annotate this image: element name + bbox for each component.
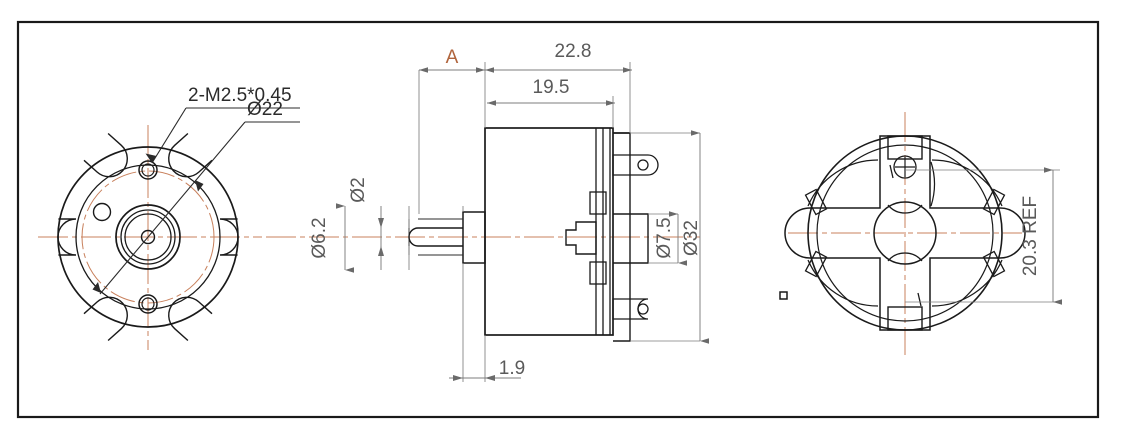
dim-text-shaft-diameter: Ø2 [348, 177, 369, 202]
vent-pocket-lower-right [168, 296, 213, 342]
vent-pocket-right [219, 218, 239, 256]
tapped-holes [138, 160, 158, 314]
boss-ring-mid [120, 209, 176, 265]
vent-pocket-left [57, 218, 77, 256]
vent-pocket-upper-left [83, 132, 128, 178]
vent-slot-upper-right [982, 188, 1006, 216]
vent-pocket-upper-right [168, 132, 213, 178]
boss-ring-outer [115, 204, 181, 270]
tapped-hole-bottom-outer [138, 294, 158, 314]
locating-hole [92, 202, 112, 222]
mounting-lug-upper-hole [637, 159, 649, 171]
front-boss-step [462, 211, 486, 264]
shaft-bore-circle [140, 229, 156, 245]
tapped-hole-top-inner [141, 163, 155, 177]
dim-text-datum-a: A [446, 47, 459, 68]
terminal-window-bottom [887, 306, 923, 331]
dim-arrow-shaft-top [378, 218, 384, 228]
front-view: 2-M2.5*0.45 Ø22 [38, 85, 300, 350]
front-vent-pockets [57, 132, 239, 342]
tapped-hole-top-outer [138, 160, 158, 180]
rear-inner-shell-circle [816, 144, 994, 322]
brush-terminal-tabs [589, 191, 607, 285]
web-arc-ring-lower-left [807, 259, 879, 307]
rear-view: 20.3 REF [779, 112, 1062, 355]
mounting-lugs [612, 154, 659, 320]
drawing-border [16, 20, 1100, 419]
rear-view-extension-lines [905, 169, 1060, 303]
vent-slot-upper-left [804, 188, 828, 216]
dim-arrow-shaft-bottom [378, 246, 384, 256]
dim-text-shaft-step: 1.9 [499, 358, 525, 379]
dim-arrow-step-right [485, 375, 495, 381]
terminal-tab-upper [589, 191, 607, 215]
bolt-circle [81, 170, 215, 304]
dim-text-ref-height: 20.3 REF [1020, 196, 1041, 276]
mounting-lug-upper [612, 154, 659, 176]
vent-slot-upper-center [889, 164, 894, 179]
thread-callout-arrowhead [145, 153, 157, 163]
web-arc-upper-right [930, 161, 935, 207]
spider-web-arcs [807, 159, 1003, 307]
thread-callout-leader [151, 107, 300, 164]
web-arc-ring-upper-right [931, 159, 1003, 207]
spider-cross-frame [784, 135, 1026, 331]
dim-text-overall-length: 22.8 [555, 41, 592, 62]
side-view-extension-lines [408, 62, 700, 382]
vent-slot-lower-right [982, 250, 1006, 278]
dim-text-boss-diameter: Ø6.2 [309, 217, 330, 258]
web-arc-ring-lower-right [931, 259, 1003, 307]
center-boss-rings [115, 204, 181, 270]
web-arc-ring-upper-left [807, 159, 879, 207]
dim-arrow-step-left [453, 375, 463, 381]
mounting-lug-lower-hole [637, 303, 649, 315]
thread-callout-text: 2-M2.5*0.45 [188, 85, 292, 106]
reference-square-marker [779, 291, 788, 300]
vent-slot-lower-left [804, 250, 828, 278]
motor-body-outline [484, 127, 614, 336]
rear-view-centerlines [788, 112, 1022, 355]
rear-hub-protrusion [565, 221, 597, 255]
boss-ring-inner [124, 213, 172, 261]
vent-pocket-lower-left [83, 296, 128, 342]
bolt-circle-callout-text: Ø22 [247, 99, 283, 120]
bolt-circle-arrowhead-lower [92, 282, 101, 293]
end-cap-plates [595, 128, 611, 335]
bolt-circle-callout-leader [99, 121, 300, 295]
dim-text-body-length: 19.5 [533, 77, 570, 98]
screw-head-circle [893, 155, 917, 179]
rear-vent-slots [804, 164, 1006, 307]
rear-center-hub [873, 201, 937, 265]
rear-boss-outline [613, 213, 649, 264]
tapped-hole-bottom-inner [141, 297, 155, 311]
front-inner-wall-circle [75, 164, 221, 310]
rear-hub-notch-top [887, 204, 923, 214]
rear-hub-notch-bottom [887, 252, 923, 262]
vent-slot-lower-center [917, 292, 922, 307]
dim-text-body-diameter: Ø32 [681, 220, 702, 256]
bolt-circle-arrowhead-upper [195, 180, 204, 192]
dim-text-rear-boss-diameter: Ø7.5 [654, 217, 675, 258]
terminal-tab-lower [589, 261, 607, 285]
side-view: A 22.8 19.5 Ø2 Ø6.2 Ø7.5 Ø32 1.9 [266, 41, 709, 382]
